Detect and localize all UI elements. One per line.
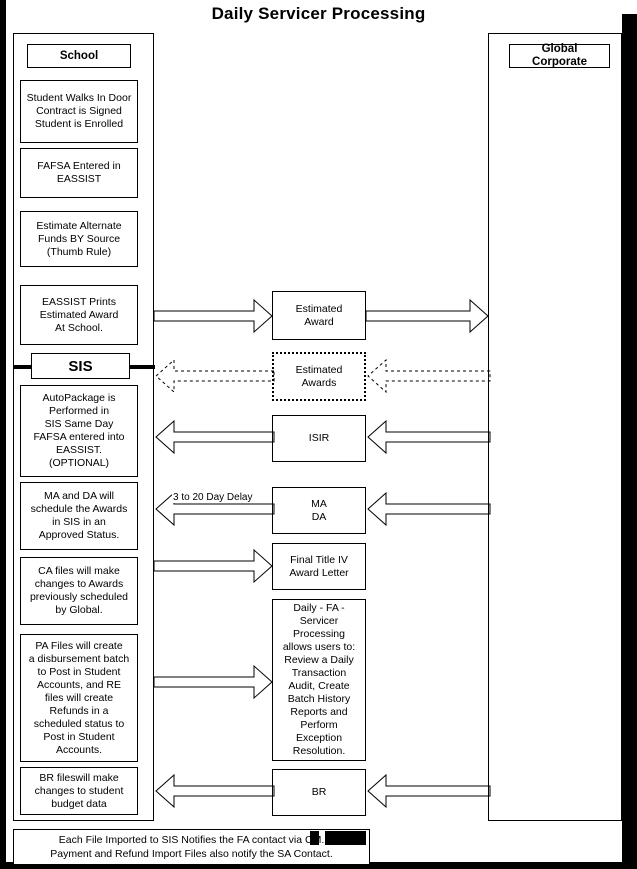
- node-estimated-awards: Estimated Awards: [272, 352, 366, 401]
- arrow-global-to-isir: [367, 419, 491, 455]
- arrow-global-to-br: [367, 773, 491, 809]
- node-ma-da-schedule: MA and DA will schedule the Awards in SI…: [20, 482, 138, 550]
- arrow-global-to-ma-da: [367, 491, 491, 527]
- lane-header-global-corporate: Global Corporate: [509, 43, 610, 68]
- node-final-title-iv: Final Title IV Award Letter: [272, 543, 366, 590]
- lane-header-school: School: [27, 44, 131, 68]
- swimlane-global-corporate: [488, 33, 622, 821]
- node-ca-files: CA files will make changes to Awards pre…: [20, 557, 138, 625]
- arrow-eassist-to-estimated-award: [153, 298, 273, 334]
- sis-divider-label: SIS: [31, 353, 130, 379]
- node-estimate-alternate-funds: Estimate Alternate Funds BY Source (Thum…: [20, 211, 138, 267]
- footer-note: Each File Imported to SIS Notifies the F…: [13, 829, 370, 865]
- arrow-isir-to-sis: [155, 419, 275, 455]
- sis-divider-rule-right: [129, 365, 155, 369]
- redaction-bar-small: [310, 831, 319, 845]
- node-ma-da: MA DA: [272, 487, 366, 534]
- node-daily-fa-servicer: Daily - FA - Servicer Processing allows …: [272, 599, 366, 761]
- node-autopackage: AutoPackage is Performed in SIS Same Day…: [20, 385, 138, 477]
- arrow-pa-files-to-daily-fa-servicer: [153, 664, 273, 700]
- node-br-files: BR fileswill make changes to student bud…: [20, 767, 138, 815]
- node-br: BR: [272, 769, 366, 816]
- sis-divider-rule-left: [13, 365, 33, 369]
- node-fafsa-entered: FAFSA Entered in EASSIST: [20, 148, 138, 198]
- arrow-ca-files-to-final-title-iv: [153, 548, 273, 584]
- redaction-bar-large: [325, 831, 366, 845]
- page-title: Daily Servicer Processing: [211, 4, 426, 23]
- arrow-br-to-sis: [155, 773, 275, 809]
- arrow-estimated-award-to-global: [365, 298, 489, 334]
- edge-label-delay: 3 to 20 Day Delay: [172, 492, 254, 503]
- frame-bottom-bar: [0, 862, 637, 869]
- node-student-walks-in: Student Walks In Door Contract is Signed…: [20, 80, 138, 143]
- node-isir: ISIR: [272, 415, 366, 462]
- node-estimated-award: Estimated Award: [272, 291, 366, 340]
- frame-left-bar: [0, 0, 6, 869]
- node-eassist-prints: EASSIST Prints Estimated Award At School…: [20, 285, 138, 345]
- node-pa-files: PA Files will create a disbursement batc…: [20, 634, 138, 762]
- arrow-global-to-estimated-awards: [367, 358, 491, 394]
- arrow-estimated-awards-to-sis: [155, 358, 275, 394]
- frame-right-bar: [622, 14, 637, 869]
